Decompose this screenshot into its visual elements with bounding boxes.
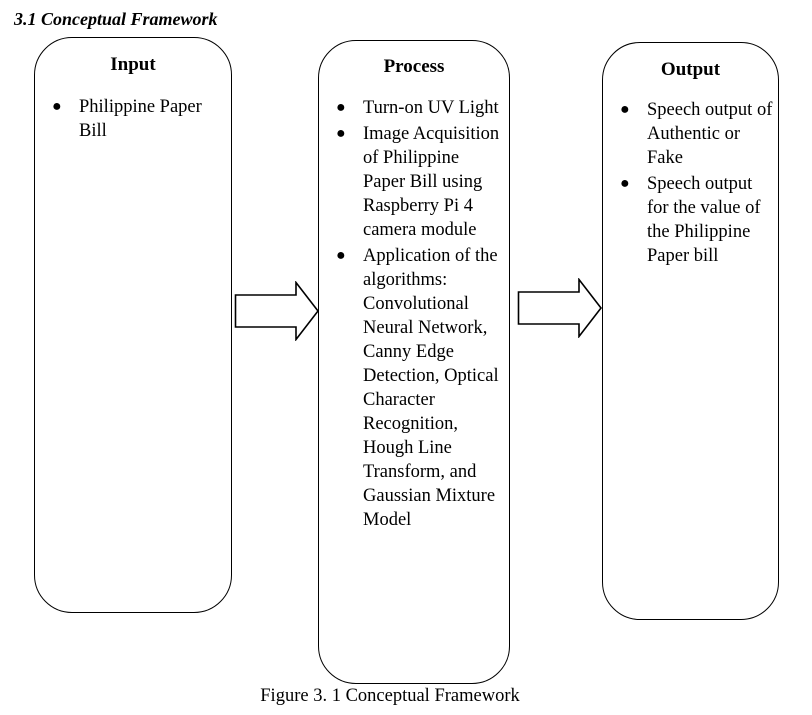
bullet-icon: ●	[620, 101, 630, 118]
section-heading: 3.1 Conceptual Framework	[14, 9, 218, 29]
output-item-text: Speech output for the value of the Phili…	[647, 174, 761, 266]
input-title: Input	[110, 54, 156, 75]
process-item-text: Turn-on UV Light	[363, 98, 499, 118]
output-item: ● Speech output of Authentic or Fake	[617, 98, 777, 170]
output-item-text: Speech output of Authentic or Fake	[647, 100, 773, 168]
input-list: ● Philippine Paper Bill	[49, 95, 219, 145]
figure-caption: Figure 3. 1 Conceptual Framework	[260, 686, 520, 706]
process-item: ● Application of the algorithms: Convolut…	[333, 244, 503, 532]
input-item-text: Philippine Paper Bill	[79, 97, 202, 141]
bullet-icon: ●	[336, 99, 346, 116]
output-list: ● Speech output of Authentic or Fake ● Spe…	[617, 98, 777, 270]
input-item: ● Philippine Paper Bill	[49, 95, 219, 143]
output-box: Output ● Speech output of Authentic or Fa…	[602, 42, 779, 620]
process-list: ● Turn-on UV Light ● Image Acquisition of …	[333, 96, 503, 534]
process-box: Process ● Turn-on UV Light ● Image Acquisi…	[318, 40, 510, 684]
bullet-icon: ●	[620, 175, 630, 192]
process-item: ● Image Acquisition of Philippine Paper B…	[333, 122, 503, 242]
bullet-icon: ●	[52, 98, 62, 115]
bullet-icon: ●	[336, 125, 346, 142]
process-title: Process	[383, 56, 445, 77]
arrow-right-icon	[234, 281, 320, 341]
arrow-right-icon	[517, 278, 603, 338]
input-box: Input ● Philippine Paper Bill	[34, 37, 232, 613]
output-title: Output	[660, 59, 721, 80]
bullet-icon: ●	[336, 247, 346, 264]
process-item-text: Image Acquisition of Philippine Paper Bi…	[363, 124, 500, 240]
output-item: ● Speech output for the value of the Phil…	[617, 172, 777, 268]
process-item: ● Turn-on UV Light	[333, 96, 503, 120]
process-item-text: Application of the algorithms: Convoluti…	[363, 246, 499, 530]
